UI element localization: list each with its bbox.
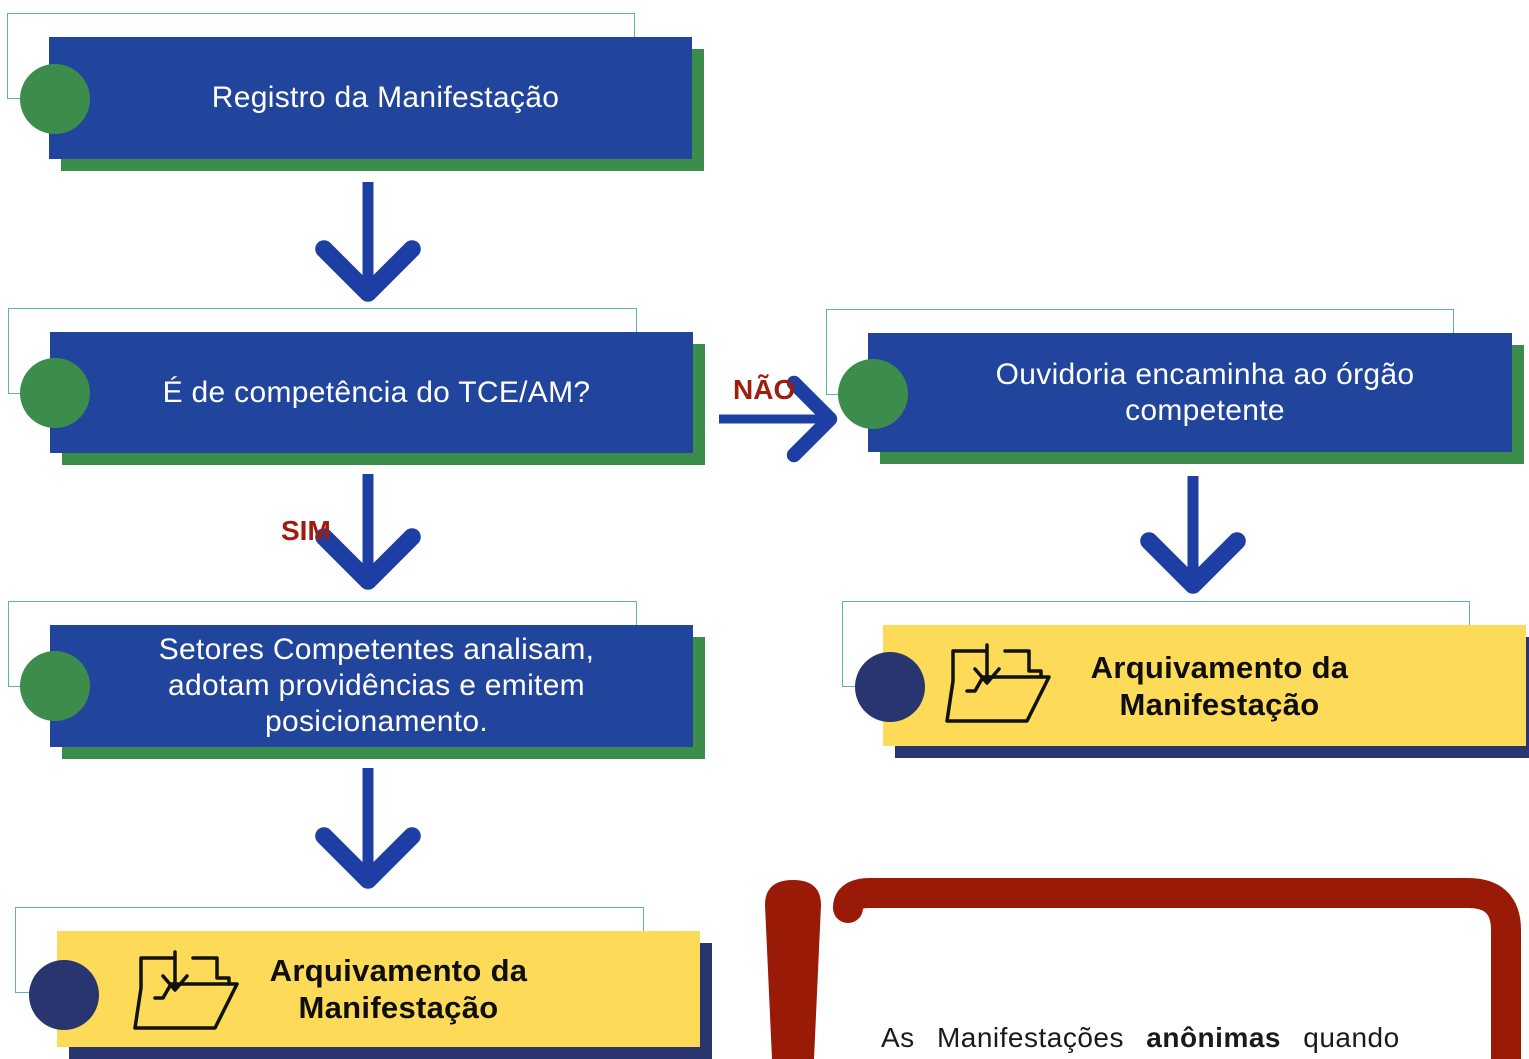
exclamation-mark-icon	[765, 880, 821, 1059]
step-marker	[20, 651, 90, 721]
step-registro-label: Registro da Manifestação	[211, 81, 560, 114]
step-marker	[29, 960, 99, 1030]
decision-no-label: NÃO	[733, 374, 796, 405]
decision-yes-label: SIM	[281, 515, 331, 546]
note-bold: anônimas	[1146, 1022, 1281, 1053]
step-arquivamento-right-label: Arquivamento da Manifestação	[1090, 649, 1349, 722]
step-arquivamento-left-label: Arquivamento da Manifestação	[269, 953, 528, 1025]
folder-download-icon	[133, 950, 239, 1030]
step-marker	[20, 64, 90, 134]
note-prefix: As Manifestações	[881, 1022, 1124, 1053]
step-marker	[838, 359, 908, 429]
step-box: Arquivamento da Manifestação	[883, 625, 1526, 746]
note-suffix: quando	[1303, 1022, 1400, 1053]
step-box: É de competência do TCE/AM?	[50, 332, 693, 453]
step-box: Ouvidoria encaminha ao órgão competente	[868, 333, 1512, 452]
step-marker	[855, 652, 925, 722]
step-ouvidoria-label: Ouvidoria encaminha ao órgão competente	[995, 357, 1415, 427]
step-marker	[20, 358, 90, 428]
note-frame	[833, 878, 1521, 1059]
step-setores-label: Setores Competentes analisam, adotam pro…	[158, 633, 595, 738]
step-box: Setores Competentes analisam, adotam pro…	[50, 625, 693, 747]
folder-download-icon	[945, 643, 1051, 723]
anonymous-note: As Manifestações anônimas quando	[881, 1022, 1400, 1054]
step-competencia-label: É de competência do TCE/AM?	[162, 375, 591, 409]
step-box: Registro da Manifestação	[49, 37, 692, 159]
